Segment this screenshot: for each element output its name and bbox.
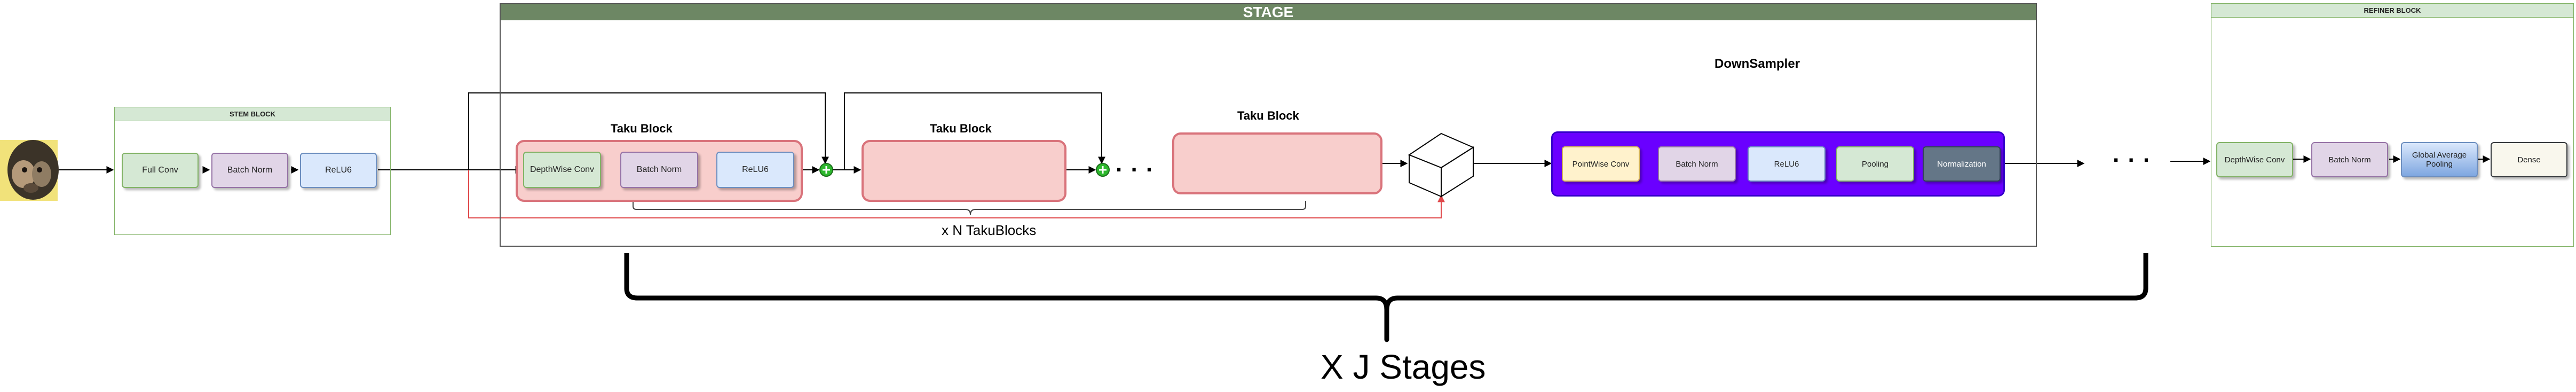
taku-batch-norm: Batch Norm: [620, 152, 698, 188]
taku-block-title: Taku Block: [611, 122, 673, 135]
downsampler-batch-norm: Batch Norm: [1658, 146, 1736, 182]
refiner-batch-norm: Batch Norm: [2311, 142, 2388, 177]
taku-depthwise-conv: DepthWise Conv: [523, 152, 601, 188]
taku-repeat-bracket: [633, 201, 1306, 215]
skip-connection: [468, 92, 829, 170]
downsampler-pooling: Pooling: [1836, 146, 1914, 182]
stem-full-conv: Full Conv: [122, 153, 199, 188]
downsampler-normalization: Normalization: [1923, 146, 2001, 182]
taku-block-2: [862, 140, 1066, 202]
stage-repeat-bracket: [624, 253, 2148, 342]
taku-block-title: Taku Block: [930, 122, 992, 135]
skip-connection-red: [468, 170, 1445, 218]
downsampler-title: DownSampler: [1714, 57, 1800, 71]
stem-block-title: STEM BLOCK: [115, 107, 390, 121]
refiner-block-frame: REFINER BLOCK: [2211, 3, 2574, 247]
refiner-global-average-pooling: Global Average Pooling: [2401, 142, 2478, 177]
stem-block-frame: STEM BLOCK: [114, 107, 391, 235]
stem-batch-norm: Batch Norm: [211, 153, 288, 188]
stage-title: STAGE: [501, 4, 2036, 20]
cube-icon: [1408, 132, 1475, 198]
taku-block-title: Taku Block: [1237, 109, 1299, 122]
refiner-depthwise-conv: DepthWise Conv: [2216, 142, 2293, 177]
stages-repeat-label: X J Stages: [1321, 348, 1486, 386]
add-node: [819, 163, 833, 177]
downsampler-relu6: ReLU6: [1748, 146, 1826, 182]
downsampler-pointwise-conv: PointWise Conv: [1562, 146, 1640, 182]
refiner-dense: Dense: [2491, 142, 2567, 177]
taku-relu6: ReLU6: [716, 152, 794, 188]
stem-relu6: ReLU6: [300, 153, 377, 188]
taku-block-3: [1172, 132, 1382, 194]
skip-connection: [844, 92, 1105, 170]
taku-ellipsis: . . .: [1116, 151, 1154, 177]
taku-repeat-label: x N TakuBlocks: [942, 222, 1037, 238]
refiner-block-title: REFINER BLOCK: [2211, 4, 2573, 18]
add-node: [1096, 163, 1110, 177]
stage-ellipsis: . . .: [2113, 141, 2151, 167]
input-image: [0, 140, 59, 201]
stage-frame: STAGE: [500, 3, 2037, 247]
